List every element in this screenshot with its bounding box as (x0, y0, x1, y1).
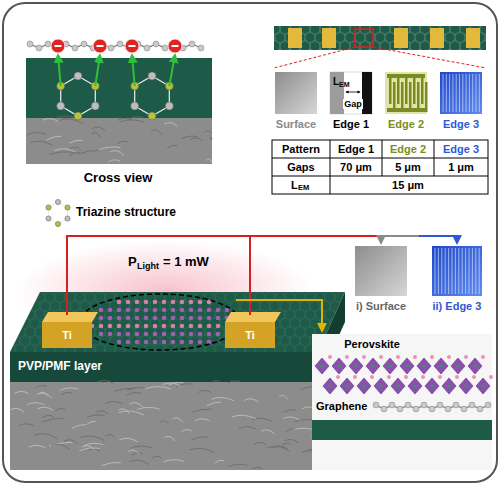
power-subscript: Light (137, 261, 159, 271)
surface-tile (355, 246, 407, 296)
tile-label: Edge 1 (333, 118, 369, 131)
dimension-subscript: EM (339, 81, 350, 89)
layer-label: Perovskite (344, 338, 400, 351)
tile-label: Surface (276, 118, 316, 131)
pattern-tile: Edge 2 (385, 72, 427, 134)
frame (3, 3, 497, 482)
table-cell: Edge 3 (443, 143, 479, 156)
edge3-tile (440, 72, 482, 114)
sem-texture (26, 116, 212, 164)
graphene-strip (274, 26, 486, 50)
triazine-rings (51, 39, 182, 120)
sem-texture (10, 380, 318, 470)
select-arrow (381, 236, 419, 243)
graphene-chain (373, 402, 491, 412)
device-lattice (10, 292, 345, 352)
dimension-label: Gap (343, 99, 363, 109)
edge1-channel (330, 72, 344, 114)
leader-arrow (236, 300, 322, 331)
table-cell: Edge 1 (338, 143, 374, 156)
dimension-label: L (333, 76, 339, 88)
device-front (10, 352, 318, 382)
power-label: P (128, 255, 137, 270)
ti-pads (42, 312, 281, 348)
table-cell: 15 μm (392, 179, 424, 192)
light-spot (80, 294, 240, 350)
pattern-tile: ii) Edge 3 (432, 246, 482, 316)
perovskite-layer (315, 355, 493, 394)
legend-text: Triazine structure (76, 206, 176, 220)
pattern-tile: Edge 3 (440, 72, 482, 134)
pattern-tile: Edge 1 (330, 72, 372, 134)
inset (312, 334, 492, 470)
wire (67, 236, 419, 315)
table-cell: 70 μm (340, 161, 372, 174)
table-cell: Pattern (282, 143, 320, 156)
graphene-lattice (274, 26, 486, 50)
zoom-lines (274, 47, 486, 68)
table-cell: L (291, 179, 298, 192)
edge1-electrode (362, 72, 372, 114)
table-cell: Gaps (287, 161, 315, 174)
tile-label: ii) Edge 3 (433, 300, 482, 313)
gap-arrow (346, 92, 360, 93)
substrate-layer (312, 420, 492, 440)
power-label: = 1 mW (163, 255, 209, 270)
zoom-box (355, 29, 373, 47)
substrate-layer (26, 58, 212, 120)
edge3-tile (432, 246, 482, 296)
edge1-tile (330, 72, 372, 114)
table-cell: 1 μm (448, 161, 474, 174)
pattern-tile: Surface (275, 72, 317, 134)
electrode-label: Ti (245, 329, 255, 342)
tile-label: Edge 2 (388, 118, 424, 131)
table-subscript: EM (298, 184, 309, 193)
layer-label: Graphene (316, 400, 367, 413)
select-arrow (419, 236, 457, 243)
pattern-tile: i) Surface (355, 246, 407, 316)
table-cell: 5 μm (395, 161, 421, 174)
triazine-icon (46, 199, 70, 226)
panel-caption: Cross view (84, 171, 153, 186)
edge2-tile (385, 72, 427, 114)
edge3-lines (443, 74, 479, 112)
perovskite-crystals (90, 300, 239, 345)
layer-label: PVP/PMF layer (18, 360, 102, 374)
table-grid (272, 140, 488, 194)
interdigitated-comb (387, 74, 428, 112)
electrode-label: Ti (62, 329, 72, 342)
table-cell: Edge 2 (390, 143, 426, 156)
gold-electrodes (288, 28, 480, 48)
tile-label: i) Surface (356, 300, 406, 313)
surface-tile (275, 72, 317, 114)
tile-label: Edge 3 (443, 118, 479, 131)
device-top (10, 292, 345, 352)
edge3-lines (435, 248, 479, 294)
